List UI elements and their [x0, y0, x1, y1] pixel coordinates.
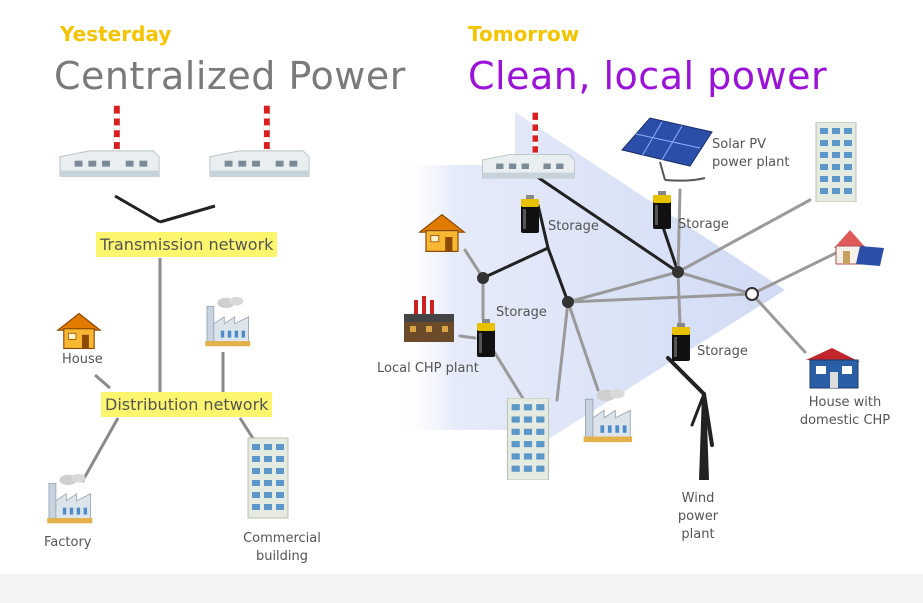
commercial-building-label: Commercial building: [234, 530, 330, 566]
battery-icon: [672, 323, 690, 361]
house-chp-line2: domestic CHP: [799, 413, 891, 428]
network-node: [672, 266, 684, 278]
storage-label: Storage: [548, 219, 599, 234]
factory-icon: [46, 473, 93, 524]
local-chp-plant-label: Local CHP plant: [377, 361, 479, 376]
battery-icon: [477, 319, 495, 357]
factory-icon: [204, 296, 251, 347]
house-domestic-chp-label: House with domestic CHP: [795, 394, 895, 430]
footer-bar: [0, 574, 923, 603]
distribution-network-box: Distribution network: [101, 392, 273, 417]
battery-icon: [653, 191, 671, 229]
house-label: House: [62, 352, 103, 367]
house-icon: [806, 348, 860, 389]
wind-line1: Wind: [681, 491, 715, 506]
network-node: [477, 272, 489, 284]
battery-icon: [521, 195, 539, 233]
network-node: [562, 296, 574, 308]
commercial-label-line2: building: [255, 549, 309, 564]
wind-turbine-icon: [666, 356, 714, 480]
solar-label-line2: power plant: [712, 155, 790, 170]
chp-plant-icon: [404, 296, 454, 342]
storage-label: Storage: [697, 344, 748, 359]
office-building-icon: [247, 437, 289, 519]
tomorrow-title: Clean, local power: [468, 54, 828, 98]
office-building-icon: [815, 122, 857, 202]
storage-label: Storage: [496, 305, 547, 320]
network-node: [745, 287, 759, 301]
power-plant-icon: [209, 105, 310, 177]
wind-line3: plant: [681, 527, 715, 542]
house-chp-line1: House with: [808, 395, 882, 410]
tomorrow-kicker: Tomorrow: [468, 22, 580, 46]
yesterday-title: Centralized Power: [54, 54, 406, 98]
factory-label: Factory: [44, 535, 92, 550]
wind-line2: power: [677, 509, 719, 524]
commercial-label-line1: Commercial: [243, 531, 321, 546]
house-icon: [57, 312, 101, 350]
solar-pv-label: Solar PV power plant: [712, 136, 789, 172]
wind-power-plant-label: Wind power plant: [668, 490, 728, 544]
transmission-network-box: Transmission network: [96, 232, 278, 257]
office-building-icon: [506, 398, 550, 480]
yesterday-kicker: Yesterday: [60, 22, 172, 46]
background-arrow: [395, 112, 785, 460]
solar-label-line1: Solar PV: [712, 137, 766, 152]
storage-label: Storage: [678, 217, 729, 232]
power-plant-icon: [59, 105, 160, 177]
solar-panel-icon: [621, 117, 713, 182]
house-with-panels-icon: [834, 230, 884, 266]
